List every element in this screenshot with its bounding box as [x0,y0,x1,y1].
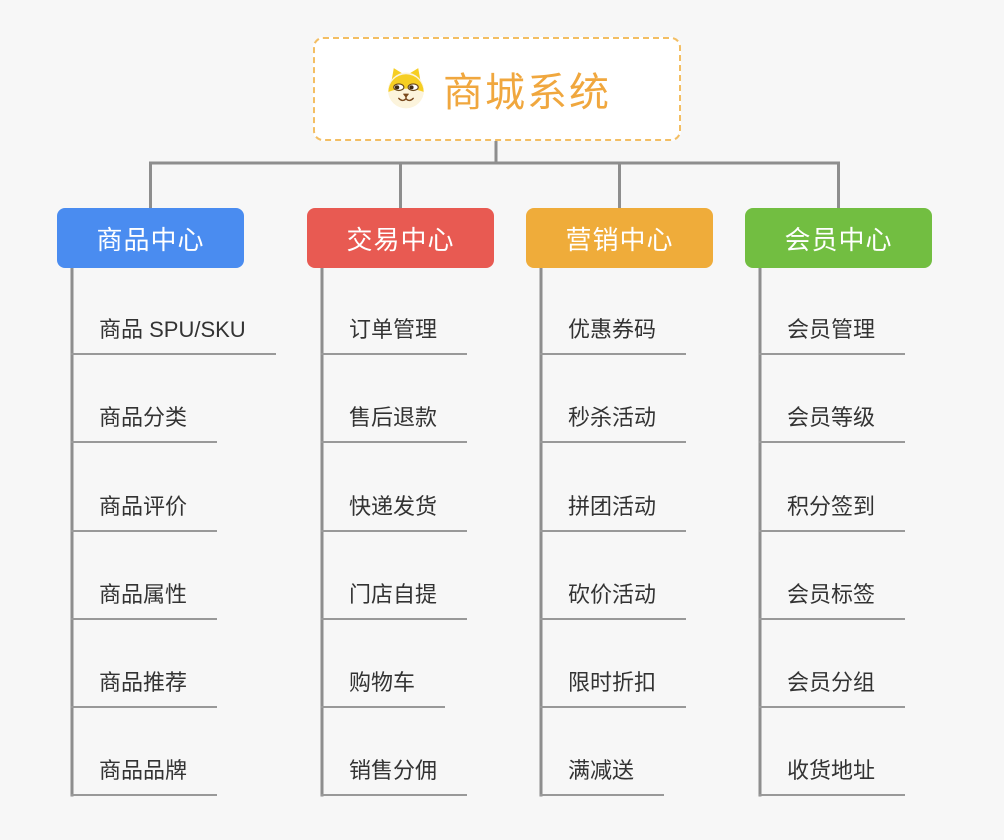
branch-label: 会员中心 [784,224,893,255]
branch-box-marketing-center[interactable]: 营销中心 [526,208,713,268]
leaf-node[interactable]: 会员等级 [759,405,906,443]
leaf-node[interactable]: 商品属性 [71,582,218,620]
leaf-node[interactable]: 会员分组 [759,670,906,708]
branch-label: 营销中心 [565,224,674,255]
leaf-node[interactable]: 秒杀活动 [540,405,687,443]
leaf-node[interactable]: 售后退款 [321,405,468,443]
branch-label: 商品中心 [96,224,205,255]
leaf-node[interactable]: 订单管理 [321,317,468,355]
branch-box-trade-center[interactable]: 交易中心 [307,208,494,268]
leaf-node[interactable]: 优惠券码 [540,317,687,355]
leaf-node[interactable]: 门店自提 [321,582,468,620]
leaf-node[interactable]: 购物车 [321,670,446,708]
leaf-node[interactable]: 商品品牌 [71,758,218,796]
leaf-node[interactable]: 会员标签 [759,582,906,620]
leaf-node[interactable]: 会员管理 [759,317,906,355]
leaf-node[interactable]: 商品 SPU/SKU [71,317,276,355]
leaf-node[interactable]: 限时折扣 [540,670,687,708]
leaf-node[interactable]: 满减送 [540,758,665,796]
leaf-node[interactable]: 商品评价 [71,494,218,532]
leaf-node[interactable]: 积分签到 [759,494,906,532]
root-title: 商城系统 [443,71,611,115]
leaf-node[interactable]: 砍价活动 [540,582,687,620]
branch-box-product-center[interactable]: 商品中心 [57,208,244,268]
leaf-node[interactable]: 销售分佣 [321,758,468,796]
branch-label: 交易中心 [346,224,455,255]
branch-box-member-center[interactable]: 会员中心 [745,208,932,268]
leaf-node[interactable]: 商品分类 [71,405,218,443]
shiba-dog-icon [383,66,429,112]
leaf-node[interactable]: 拼团活动 [540,494,687,532]
leaf-node[interactable]: 商品推荐 [71,670,218,708]
root-node[interactable]: 商城系统 [313,37,681,141]
leaf-node[interactable]: 快递发货 [321,494,468,532]
leaf-node[interactable]: 收货地址 [759,758,906,796]
